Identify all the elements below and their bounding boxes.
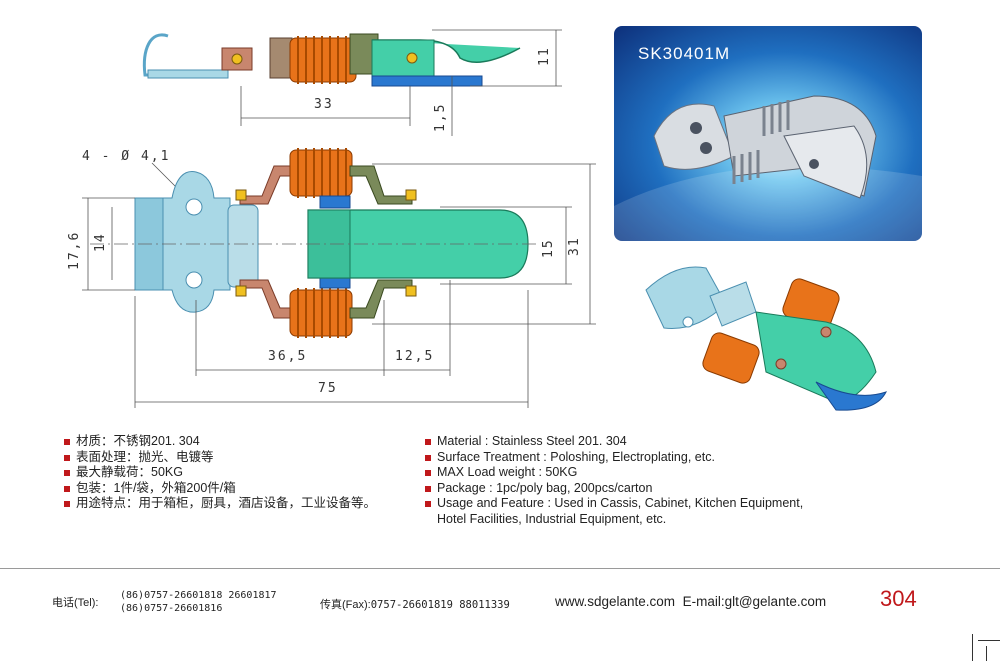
bullet-icon [64, 470, 70, 476]
contact-web: www.sdgelante.com E-mail:glt@gelante.com [555, 594, 826, 609]
technical-drawing: 33 11 1,5 4 - Ø 4,1 [67, 29, 596, 408]
bullet-icon [425, 485, 431, 492]
spec-en-item: Surface Treatment : Poloshing, Electropl… [425, 450, 803, 466]
top-spring-upper [289, 148, 353, 198]
spec-cn-item: 材质：不锈钢201. 304 [64, 434, 376, 450]
side-view: 33 11 1,5 [142, 29, 562, 136]
bullet-icon [64, 454, 70, 461]
spec-cn-item: 最大静载荷：50KG [64, 465, 376, 481]
bullet-icon [64, 439, 70, 445]
page-number: 304 [880, 586, 917, 611]
dim-left-inner: 14 [93, 232, 108, 252]
fax-number: 0757-26601819 88011339 [370, 599, 510, 611]
render-spring-lower [702, 332, 760, 384]
top-view: 4 - Ø 4,1 [67, 148, 596, 408]
spec-cn-item: 表面处理：抛光、电镀等 [64, 450, 376, 466]
dim-hole-spec: 4 - Ø 4,1 [82, 149, 170, 164]
website-link[interactable]: www.sdgelante.com [555, 594, 676, 609]
spec-en-item: Package : 1pc/poly bag, 200pcs/carton [425, 481, 803, 497]
specs-english: Material : Stainless Steel 201. 304 Surf… [425, 434, 803, 527]
side-spring [289, 36, 357, 84]
crop-mark [986, 646, 987, 661]
spec-en-item: Material : Stainless Steel 201. 304 [425, 434, 803, 450]
tel-numbers: (86)0757-26601818 26601817 (86)0757-2660… [120, 590, 277, 614]
dim-left-outer: 17,6 [67, 231, 82, 270]
dim-offset-a: 36,5 [268, 349, 307, 364]
dim-total-length: 75 [318, 381, 338, 396]
spec-en-item: Usage and Feature : Used in Cassis, Cabi… [425, 496, 803, 527]
spec-en-item: MAX Load weight : 50KG [425, 465, 803, 481]
fax-info: 传真(Fax):0757-26601819 88011339 [320, 596, 510, 612]
bullet-icon [425, 501, 431, 507]
tel-label: 电话(Tel): [52, 597, 99, 609]
bullet-icon [425, 454, 431, 461]
model-title: SK30401M [638, 44, 731, 63]
photo-latch-image [614, 95, 922, 241]
bullet-icon [425, 470, 431, 476]
spec-cn-item: 用途特点：用于箱柜，厨具，酒店设备，工业设备等。 [64, 496, 376, 512]
crop-mark [972, 634, 973, 661]
bullet-icon [64, 501, 70, 507]
dim-top-width: 33 [314, 97, 334, 112]
specs-chinese: 材质：不锈钢201. 304 表面处理：抛光、电镀等 最大静载荷：50KG 包装… [64, 434, 376, 512]
product-photo: SK30401M [614, 26, 922, 241]
dim-offset-b: 12,5 [395, 349, 434, 364]
bullet-icon [64, 485, 70, 492]
render-3d [645, 266, 887, 411]
footer-divider [0, 568, 1000, 569]
dim-thickness: 1,5 [433, 103, 448, 132]
email-link[interactable]: E-mail:glt@gelante.com [682, 594, 827, 609]
spec-cn-item: 包装：1件/袋，外箱200件/箱 [64, 481, 376, 497]
dim-top-height: 11 [537, 46, 552, 66]
dim-right-inner: 15 [541, 238, 556, 258]
bullet-icon [425, 439, 431, 445]
dim-right-outer: 31 [567, 236, 582, 256]
fax-label: 传真(Fax): [320, 599, 371, 611]
top-spring-lower [289, 288, 353, 338]
crop-mark [978, 640, 1000, 641]
